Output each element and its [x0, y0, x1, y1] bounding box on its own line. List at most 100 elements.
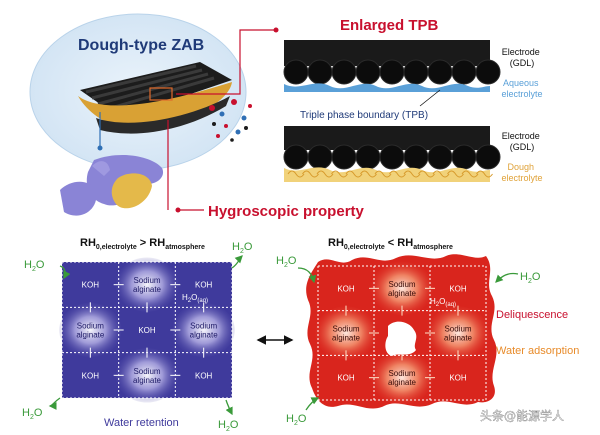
cell-label-line: Sodium [133, 367, 160, 376]
left-heading-rh2: > RH [137, 237, 165, 249]
rh2o-tl-sub: 2 [284, 262, 288, 269]
cell-label-line: Sodium [444, 325, 471, 334]
cell-label-koh: KOH [337, 284, 355, 293]
cell-glow [315, 306, 377, 360]
left-h2o-bottom-right: H2O [218, 399, 239, 433]
watermark: 头条@能源学人 [480, 408, 564, 423]
carbon-sphere [451, 59, 477, 85]
h2o-bl-h: H [22, 407, 30, 419]
right-aq-sub: 2 [436, 302, 440, 308]
carbon-spheres-row-1 [283, 59, 501, 85]
svg-text:H2O: H2O [286, 413, 307, 427]
dough-label: Dough electrolyte [501, 162, 542, 183]
water-adsorption-label: Water adsorption [496, 345, 579, 357]
left-panel-arrows [89, 284, 205, 376]
right-panel-glows [315, 261, 489, 405]
h2o-tr-o: O [244, 241, 253, 253]
carbon-sphere [331, 144, 357, 170]
cell-label-line: KOH [337, 284, 355, 293]
h2o-tl-h: H [24, 259, 32, 271]
left-aq-o: O [191, 293, 197, 302]
connector-dot-tpb [273, 27, 279, 33]
cell-label-line: alginate [332, 334, 361, 343]
cell-glow [427, 306, 489, 360]
svg-text:H2O: H2O [22, 407, 43, 421]
tpb-dough-diagram [283, 126, 501, 182]
left-heading-rh1: RH [80, 237, 96, 249]
right-h2o-aq: H2O(aq) [430, 297, 456, 308]
cell-label-line: KOH [337, 374, 355, 383]
rh2o-bl-h: H [286, 413, 294, 425]
electrode-label-2-line-b: (GDL) [510, 142, 535, 152]
cell-label-koh: KOH [195, 371, 213, 380]
h2o-tr-sub: 2 [240, 248, 244, 255]
h2o-br-sub: 2 [226, 426, 230, 433]
rh2o-tl-o: O [288, 255, 297, 267]
electrode-label-1: Electrode (GDL) [502, 47, 543, 68]
carbon-sphere [427, 144, 453, 170]
rh2o-tr-h: H [520, 271, 528, 283]
right-aq-h: H [430, 297, 436, 306]
cell-label-line: KOH [82, 281, 100, 290]
dough-fiber [461, 170, 479, 178]
cell-label-line: Sodium [77, 322, 104, 331]
carbon-sphere [403, 59, 429, 85]
left-panel-glows [59, 257, 235, 403]
cell-label-line: Sodium [133, 276, 160, 285]
carbon-spheres-row-2 [283, 144, 501, 170]
carbon-sphere [403, 144, 429, 170]
connector-dot-hygroscopic [175, 207, 181, 213]
cell-label-line: alginate [388, 378, 417, 387]
dough-fiber [345, 170, 363, 178]
aqueous-label-line-a: Aqueous [503, 78, 539, 88]
cell-glow [115, 257, 179, 312]
aqueous-label-line-b: electrolyte [501, 89, 542, 99]
right-aq-o: O [439, 297, 445, 306]
glove-hand-illustration [60, 154, 164, 216]
cell-label-line: alginate [133, 285, 162, 294]
carbon-sphere [283, 144, 309, 170]
dough-fiber [360, 170, 377, 178]
cell-label-line: alginate [388, 289, 417, 298]
cell-label-koh: KOH [449, 374, 467, 383]
right-heading-sub1: 0,electrolyte [344, 244, 385, 251]
rh2o-tl-h: H [276, 255, 284, 267]
cell-label-line: Sodium [332, 325, 359, 334]
carbon-sphere [307, 59, 333, 85]
dough-fiber [389, 170, 406, 178]
cell-label-koh: KOH [82, 371, 100, 380]
right-heading: RH0,electrolyte < RHatmosphere [328, 237, 453, 251]
right-h2o-top-right: H2O [495, 271, 541, 285]
cell-label-line: KOH [138, 326, 156, 335]
svg-text:H2O: H2O [218, 419, 239, 433]
aqueous-electrolyte-layer [284, 83, 490, 92]
lower-layer [96, 96, 230, 134]
h2o-tr-h: H [232, 241, 240, 253]
svg-text:H2O: H2O [232, 241, 253, 255]
cell-label-line: Sodium [388, 369, 415, 378]
dough-fiber [403, 170, 421, 178]
right-heading-sub2: atmosphere [413, 244, 453, 251]
carbon-sphere [427, 59, 453, 85]
dough-fiber [287, 170, 305, 178]
dough-fiber [447, 170, 464, 178]
right-heading-rh2: < RH [385, 237, 413, 249]
left-heading-sub1: 0,electrolyte [96, 244, 137, 251]
carbon-sphere [379, 144, 405, 170]
cell-label-line: alginate [190, 331, 219, 340]
dough-fiber [374, 170, 392, 178]
deliquescence-label: Deliquescence [496, 309, 568, 321]
rh2o-tr-o: O [532, 271, 541, 283]
svg-text:H2O: H2O [276, 255, 297, 269]
water-retention-caption: Water retention [104, 417, 179, 429]
cell-label-line: KOH [195, 371, 213, 380]
enlarged-tpb-title: Enlarged TPB [340, 17, 439, 34]
cell-label-koh: KOH [337, 374, 355, 383]
